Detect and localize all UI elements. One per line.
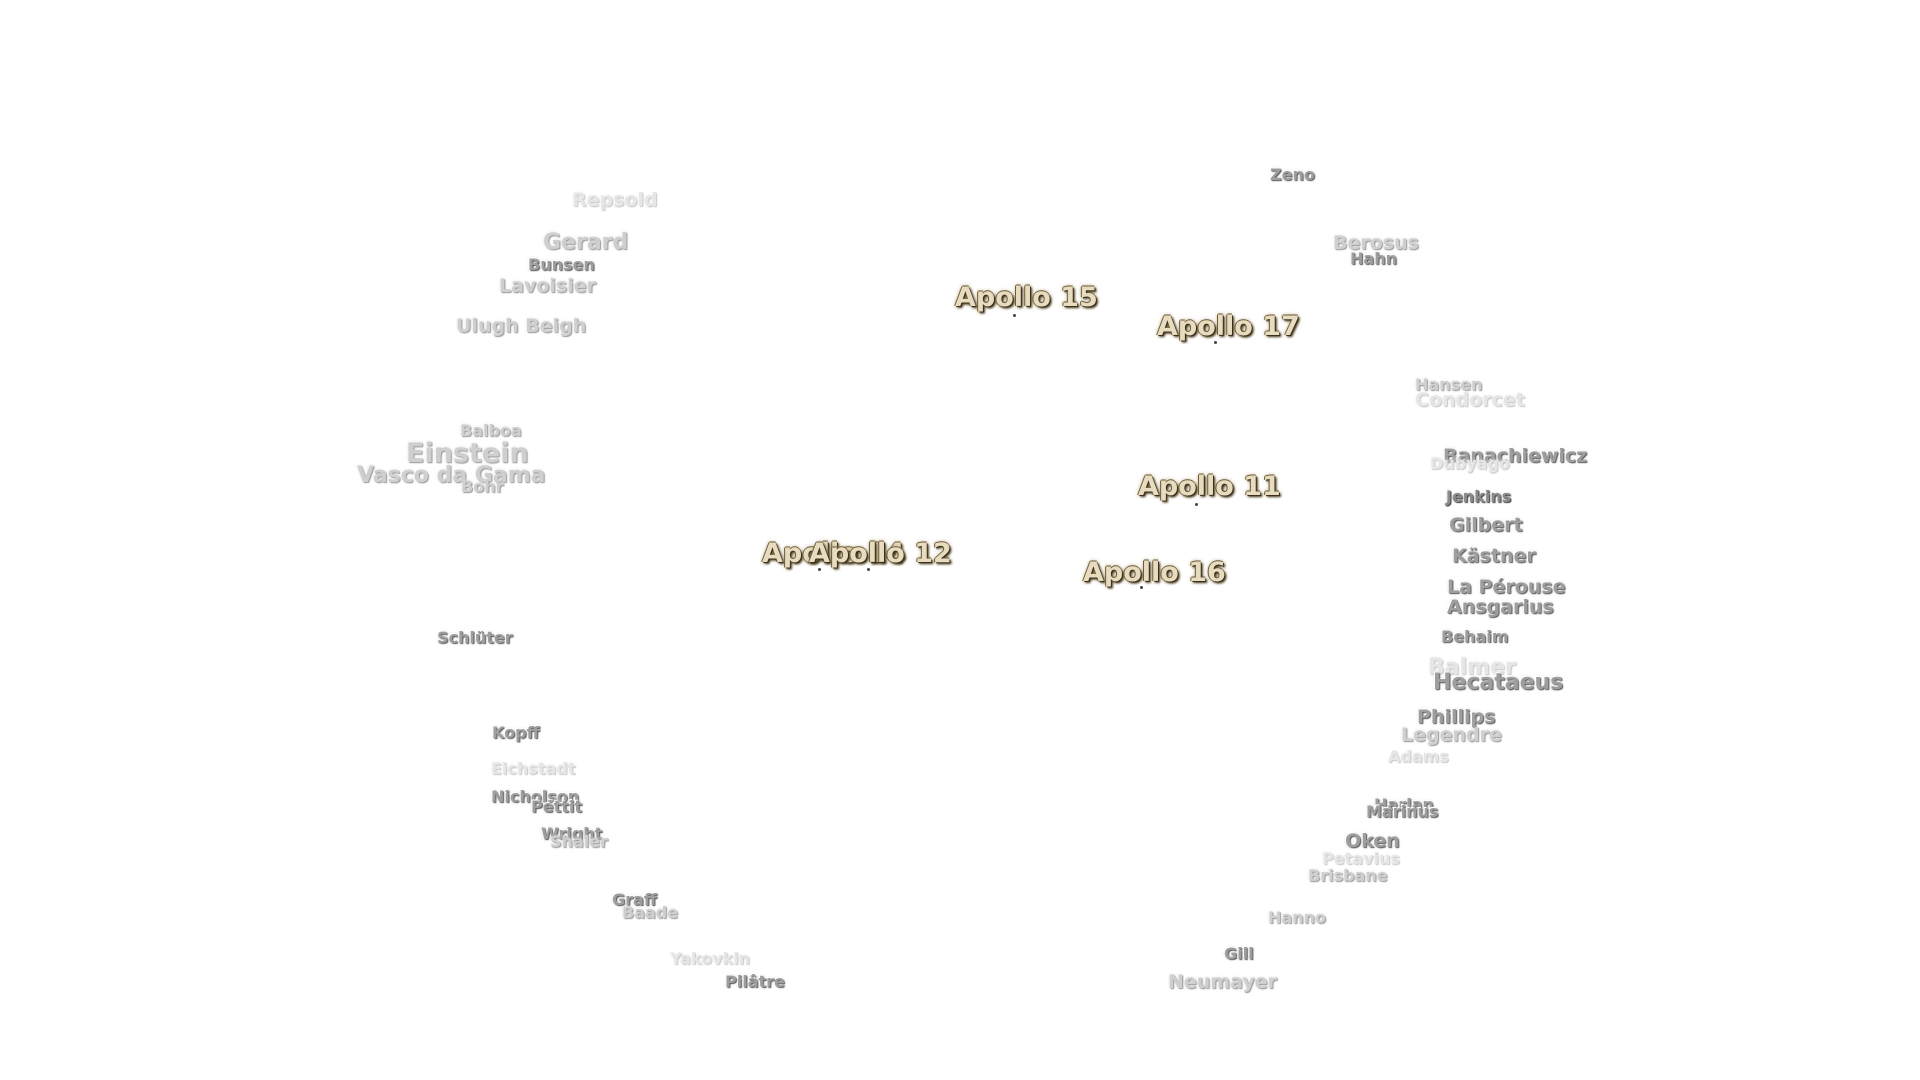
crater-label-gill[interactable]: Gill xyxy=(1224,944,1254,963)
crater-label-wright[interactable]: Wright xyxy=(541,824,603,843)
apollo-17-label[interactable]: Apollo 17 xyxy=(1157,311,1300,342)
crater-label-ansgarius[interactable]: Ansgarius xyxy=(1447,596,1554,618)
crater-label-adams[interactable]: Adams xyxy=(1388,747,1449,766)
apollo-15-label[interactable]: Apollo 15 xyxy=(955,282,1098,313)
crater-label-phillips[interactable]: Phillips xyxy=(1417,706,1496,728)
apollo-11-site-marker[interactable] xyxy=(1195,503,1198,506)
crater-label-banachiewicz[interactable]: Banachiewicz xyxy=(1443,445,1588,467)
crater-label-einstein[interactable]: Einstein xyxy=(406,438,529,469)
crater-label-kopff[interactable]: Kopff xyxy=(492,723,540,742)
crater-label-dubyago[interactable]: Dubyago xyxy=(1430,454,1510,473)
apollo-16-label[interactable]: Apollo 16 xyxy=(1083,557,1226,588)
apollo-14-label[interactable]: Apollo 14 xyxy=(762,538,905,569)
crater-label-hecataeus[interactable]: Hecataeus xyxy=(1433,670,1564,695)
crater-label-zeno[interactable]: Zeno xyxy=(1270,165,1315,184)
crater-label-behaim[interactable]: Behaim xyxy=(1441,627,1509,646)
crater-label-balboa[interactable]: Balboa xyxy=(460,421,522,440)
crater-label-schluter[interactable]: Schlüter xyxy=(437,628,513,647)
crater-label-gilbert[interactable]: Gilbert xyxy=(1449,514,1523,536)
apollo-11-label[interactable]: Apollo 11 xyxy=(1138,471,1281,502)
apollo-15-site-marker[interactable] xyxy=(1013,314,1016,317)
crater-label-pilatre[interactable]: Pilâtre xyxy=(725,972,785,991)
crater-label-repsold[interactable]: Repsold xyxy=(572,189,658,211)
crater-label-neumayer[interactable]: Neumayer xyxy=(1168,971,1277,993)
apollo-12-site-marker[interactable] xyxy=(867,568,870,571)
crater-label-petavius[interactable]: Petavius xyxy=(1322,849,1400,868)
crater-label-oken[interactable]: Oken xyxy=(1345,830,1400,852)
apollo-16-site-marker[interactable] xyxy=(1140,586,1143,589)
crater-label-bunsen[interactable]: Bunsen xyxy=(528,255,595,274)
crater-label-hahn[interactable]: Hahn xyxy=(1350,249,1397,268)
crater-label-ulugh-beigh[interactable]: Ulugh Beigh xyxy=(456,315,587,337)
crater-label-shaler[interactable]: Shaler xyxy=(550,832,608,851)
crater-label-lavoisier[interactable]: Lavoisier xyxy=(499,275,596,297)
apollo-12-label[interactable]: Apollo 12 xyxy=(809,538,952,569)
crater-label-balmer[interactable]: Balmer xyxy=(1428,655,1516,680)
crater-label-graff[interactable]: Graff xyxy=(612,890,657,909)
crater-label-harlan[interactable]: Harlan xyxy=(1374,795,1434,814)
crater-label-hanno[interactable]: Hanno xyxy=(1268,908,1326,927)
crater-label-baade[interactable]: Baade xyxy=(622,903,679,922)
crater-label-legendre[interactable]: Legendre xyxy=(1401,724,1502,746)
crater-label-pettit[interactable]: Pettit xyxy=(531,797,583,816)
apollo-14-site-marker[interactable] xyxy=(818,568,821,571)
crater-label-bohr[interactable]: Bohr xyxy=(461,477,504,496)
apollo-17-site-marker[interactable] xyxy=(1214,341,1217,344)
crater-label-berosus[interactable]: Berosus xyxy=(1333,232,1419,254)
crater-label-hansen[interactable]: Hansen xyxy=(1415,375,1483,394)
crater-label-jenkins[interactable]: Jenkins xyxy=(1446,487,1512,506)
crater-label-kastner[interactable]: Kästner xyxy=(1452,545,1536,567)
crater-label-eichstadt[interactable]: Eichstadt xyxy=(491,759,576,778)
crater-label-gerard[interactable]: Gerard xyxy=(543,230,629,255)
crater-label-brisbane[interactable]: Brisbane xyxy=(1308,866,1388,885)
crater-label-la-perouse[interactable]: La Pérouse xyxy=(1447,576,1566,598)
crater-label-marinus[interactable]: Marinus xyxy=(1366,802,1439,821)
crater-label-nicholson[interactable]: Nicholson xyxy=(491,787,580,806)
crater-label-yakovkin[interactable]: Yakovkin xyxy=(670,949,751,968)
crater-label-vasco-da-gama[interactable]: Vasco da Gama xyxy=(357,463,546,488)
crater-label-condorcet[interactable]: Condorcet xyxy=(1415,389,1525,411)
